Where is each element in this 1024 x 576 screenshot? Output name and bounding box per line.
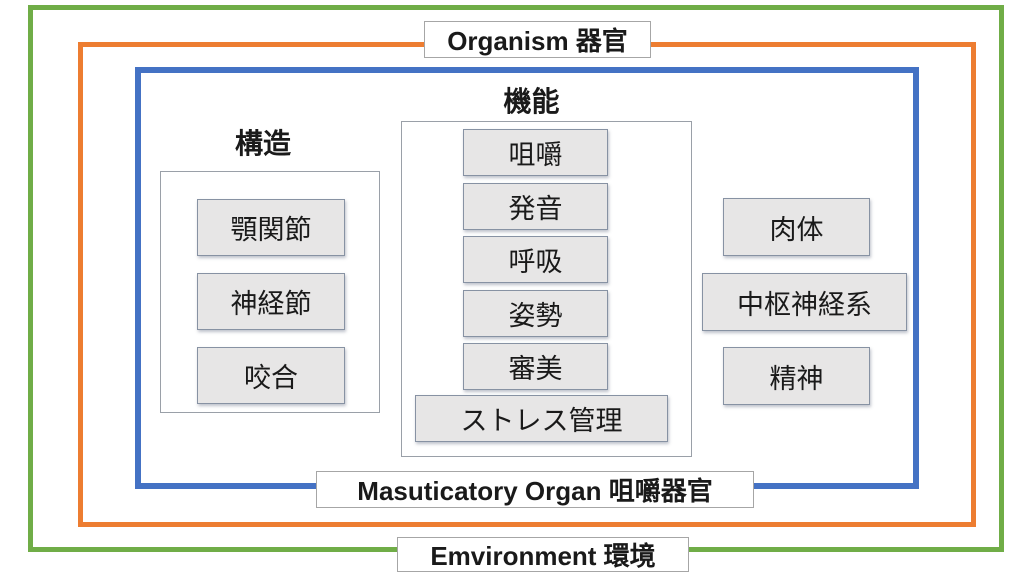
environment-label: Emvironment 環境	[397, 537, 689, 572]
function-item-mastication: 咀嚼	[463, 129, 608, 176]
structure-item-occlusion: 咬合	[197, 347, 345, 404]
function-title: 機能	[503, 86, 560, 117]
function-item-posture: 姿勢	[463, 290, 608, 337]
organism-label: Organism 器官	[424, 21, 651, 58]
masticatory-label: Masuticatory Organ 咀嚼器官	[316, 471, 754, 508]
function-item-aesthetics: 審美	[463, 343, 608, 390]
function-item-pronunciation: 発音	[463, 183, 608, 230]
aspect-item-mind: 精神	[723, 347, 870, 405]
structure-title: 構造	[234, 128, 291, 159]
function-item-stress-management: ストレス管理	[415, 395, 668, 442]
structure-item-ganglion: 神経節	[197, 273, 345, 330]
structure-item-jaw-joint: 顎関節	[197, 199, 345, 256]
function-item-breathing: 呼吸	[463, 236, 608, 283]
aspect-item-body: 肉体	[723, 198, 870, 256]
aspect-item-central-nervous-system: 中枢神経系	[702, 273, 907, 331]
